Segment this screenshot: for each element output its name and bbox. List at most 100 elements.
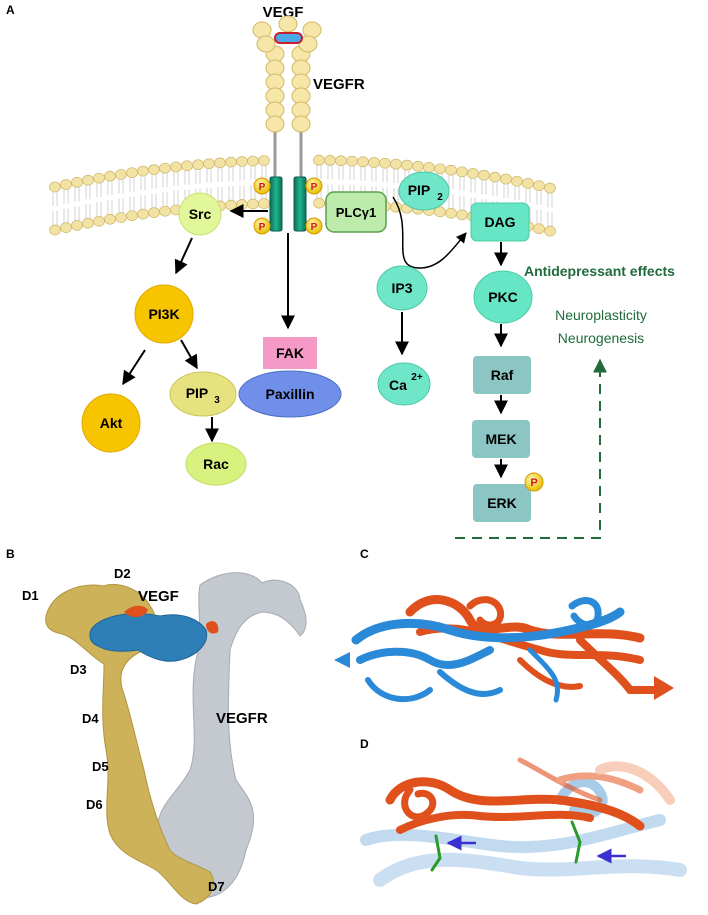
- lipid-head: [456, 166, 468, 178]
- dashed-arrow-erk-effects: [455, 358, 607, 539]
- svg-text:Src: Src: [189, 206, 212, 222]
- svg-text:MEK: MEK: [485, 431, 516, 447]
- lipid-tail: [151, 193, 157, 208]
- lipid-head: [148, 207, 160, 218]
- lipid-head: [159, 162, 171, 174]
- lipid-tail: [349, 166, 355, 181]
- lipid-head: [390, 158, 402, 170]
- phospho-group-4: P: [305, 217, 323, 235]
- lipid-head: [71, 177, 83, 188]
- lipid-tail: [52, 192, 58, 207]
- receptor-domain-bead: [256, 35, 276, 53]
- node-erk: ERK: [473, 484, 531, 522]
- lipid-head: [434, 163, 446, 175]
- lipid-tail: [118, 179, 124, 194]
- phospho-group-3: P: [253, 217, 271, 235]
- ribbon-structure-c: [334, 595, 674, 703]
- lipid-head: [346, 155, 358, 167]
- lipid-tail: [514, 186, 520, 201]
- svg-text:P: P: [259, 182, 266, 193]
- panel-label-c: C: [360, 547, 369, 561]
- lipid-tail: [448, 194, 454, 209]
- lipid-tail: [228, 167, 234, 182]
- svg-text:PIP: PIP: [186, 385, 209, 401]
- lipid-head: [192, 159, 204, 171]
- lipid-head: [533, 223, 545, 235]
- lipid-tail: [536, 209, 542, 224]
- vegf-vegfr-complex-surface: [45, 572, 307, 905]
- lipid-tail: [140, 195, 146, 210]
- receptor-domain-bead: [302, 21, 322, 39]
- svg-text:PI3K: PI3K: [148, 306, 179, 322]
- lipid-tail: [162, 173, 168, 188]
- lipid-head: [93, 215, 105, 227]
- lipid-head: [467, 168, 479, 179]
- lipid-head: [126, 167, 138, 179]
- arrow-pi3k-akt: [122, 349, 146, 386]
- lipid-tail: [85, 185, 91, 200]
- lipid-tail: [52, 211, 58, 226]
- domain-label-d4: D4: [82, 711, 99, 726]
- node-paxillin: Paxillin: [238, 370, 342, 418]
- lipid-head: [335, 155, 347, 167]
- svg-text:Rac: Rac: [203, 456, 229, 472]
- effects-neurogenesis: Neurogenesis: [558, 330, 644, 346]
- node-fak: FAK: [263, 337, 317, 369]
- lipid-head: [511, 175, 523, 187]
- lipid-head: [159, 205, 171, 217]
- domain-label-d7: D7: [208, 879, 225, 894]
- lipid-tail: [151, 174, 157, 189]
- lipid-head: [258, 198, 270, 209]
- vegfr-receptor: [252, 15, 322, 180]
- lipid-head: [522, 178, 534, 189]
- lipid-tail: [547, 193, 553, 208]
- lipid-head: [434, 206, 446, 218]
- lipid-head: [236, 156, 248, 167]
- structure-vegfr-label: VEGFR: [216, 710, 268, 727]
- lipid-tail: [470, 178, 476, 193]
- arrow-pi3k-pip3: [180, 339, 198, 370]
- lipid-tail: [382, 168, 388, 183]
- lipid-head: [214, 157, 226, 169]
- ribbon-structure-d: [360, 757, 687, 887]
- node-pi3k: PI3K: [134, 284, 194, 344]
- lipid-tail: [173, 171, 179, 186]
- structure-vegf-label: VEGF: [138, 588, 179, 605]
- lipid-head: [49, 181, 61, 193]
- lipid-tail: [107, 200, 113, 215]
- lipid-tail: [96, 202, 102, 217]
- effects-neuroplasticity: Neuroplasticity: [555, 307, 647, 323]
- lipid-tail: [74, 187, 80, 202]
- lipid-head: [181, 160, 193, 172]
- domain-label-d3: D3: [70, 662, 87, 677]
- lipid-head: [126, 210, 138, 222]
- lipid-tail: [173, 190, 179, 205]
- lipid-head: [60, 179, 72, 190]
- lipid-tail: [107, 181, 113, 196]
- node-ip3: IP3: [376, 265, 428, 311]
- lipid-tail: [239, 166, 245, 181]
- lipid-tail: [96, 183, 102, 198]
- node-plcg1: PLCγ1: [325, 191, 387, 233]
- lipid-head: [247, 198, 259, 210]
- svg-text:DAG: DAG: [484, 214, 515, 230]
- lipid-head: [313, 154, 325, 166]
- node-mek: MEK: [472, 420, 530, 458]
- lipid-head: [60, 222, 72, 233]
- node-pkc: PKC: [473, 270, 533, 324]
- lipid-head: [93, 172, 105, 184]
- lipid-tail: [261, 165, 267, 180]
- node-ca: Ca 2+: [377, 362, 431, 406]
- lipid-tail: [195, 169, 201, 184]
- lipid-tail: [448, 175, 454, 190]
- lipid-tail: [63, 208, 69, 223]
- node-akt: Akt: [81, 393, 141, 453]
- lipid-tail: [228, 186, 234, 201]
- svg-text:P: P: [311, 222, 318, 233]
- svg-text:PIP: PIP: [408, 182, 431, 198]
- lipid-tail: [525, 188, 531, 203]
- lipid-head: [137, 165, 149, 177]
- lipid-head: [357, 156, 369, 168]
- lipid-tail: [140, 176, 146, 191]
